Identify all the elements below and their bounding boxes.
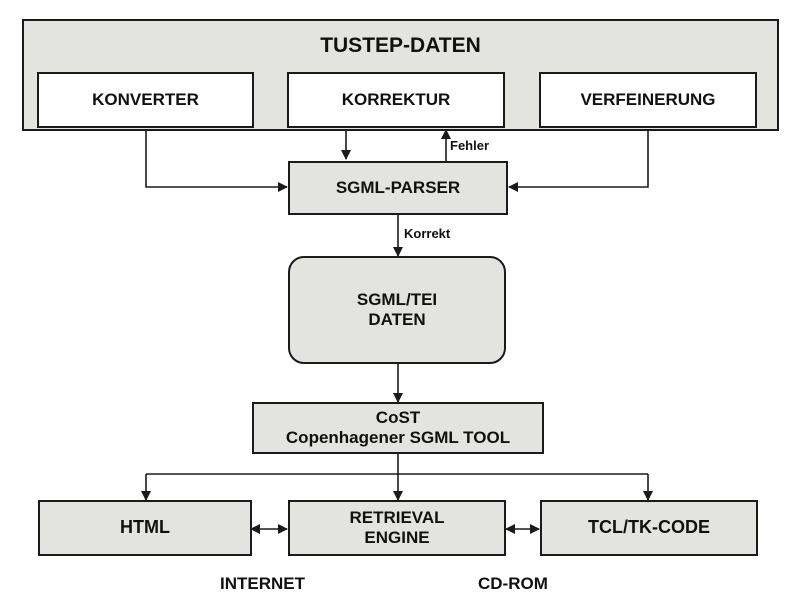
cost-box: CoST Copenhagener SGML TOOL bbox=[252, 402, 544, 454]
sgml-tei-label: SGML/TEI bbox=[356, 289, 438, 309]
tcl-tk-code-label: TCL/TK-CODE bbox=[588, 517, 710, 538]
tustep-title: TUSTEP-DATEN bbox=[320, 34, 481, 57]
cost-subtitle: Copenhagener SGML TOOL bbox=[285, 428, 511, 447]
korrektur-label: KORREKTUR bbox=[341, 89, 451, 109]
konverter-label: KONVERTER bbox=[92, 89, 199, 109]
verfeinerung-box: VERFEINERUNG bbox=[539, 72, 757, 128]
daten-label: DATEN bbox=[368, 310, 426, 329]
internet-label: INTERNET bbox=[220, 574, 305, 593]
sgml-parser-label: SGML-PARSER bbox=[335, 177, 461, 197]
sgml-parser-box: SGML-PARSER bbox=[288, 161, 508, 215]
konverter-box: KONVERTER bbox=[37, 72, 254, 128]
arrow-konverter-to-parser bbox=[145, 128, 288, 192]
cd-rom-label: CD-ROM bbox=[478, 574, 548, 593]
arrow-verfeinerung-to-parser bbox=[508, 128, 649, 192]
tcl-tk-code-box: TCL/TK-CODE bbox=[540, 500, 758, 556]
korrekt-label: Korrekt bbox=[404, 226, 451, 241]
retrieval-engine-box: RETRIEVAL ENGINE bbox=[288, 500, 506, 556]
korrektur-box: KORREKTUR bbox=[287, 72, 505, 128]
engine-label: ENGINE bbox=[364, 528, 430, 547]
retrieval-label: RETRIEVAL bbox=[349, 507, 445, 527]
html-label: HTML bbox=[120, 517, 170, 538]
cost-title: CoST bbox=[375, 407, 421, 427]
html-box: HTML bbox=[38, 500, 252, 556]
verfeinerung-label: VERFEINERUNG bbox=[580, 89, 716, 109]
fehler-label: Fehler bbox=[450, 138, 490, 153]
sgml-tei-data-box: SGML/TEI DATEN bbox=[288, 256, 506, 364]
